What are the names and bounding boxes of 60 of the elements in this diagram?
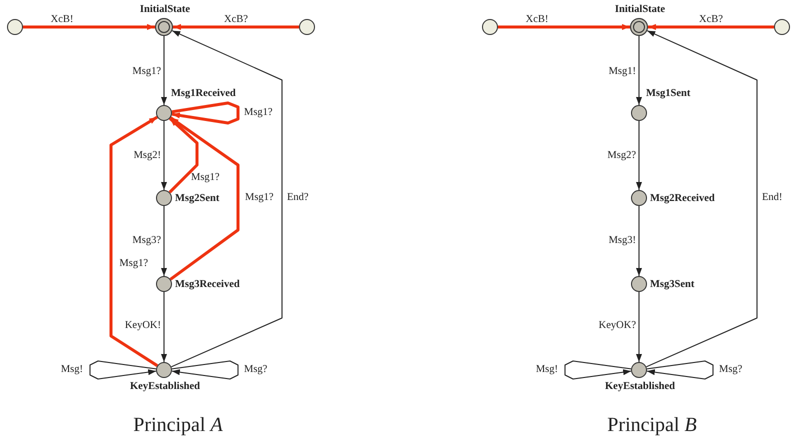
loop-arrow [171, 360, 238, 380]
edge-label: Msg1? [243, 107, 274, 119]
arrow [161, 120, 167, 190]
arrow [170, 30, 282, 368]
edge-label: End! [761, 192, 784, 204]
arrow [648, 24, 774, 30]
edge-label: End? [286, 192, 310, 204]
state-label: InitialState [140, 4, 190, 16]
arrow [173, 24, 299, 30]
loop-arrow [90, 360, 157, 380]
edge-label: Msg? [718, 364, 744, 376]
arrow [636, 206, 642, 276]
start-circle [299, 19, 315, 35]
edge-label: Msg! [534, 364, 559, 376]
state-label: Msg1Sent [646, 88, 690, 100]
state-label: Msg2Sent [175, 193, 220, 205]
edge-label: Msg1! [608, 66, 637, 78]
arrow [636, 120, 642, 190]
edge-label: Msg? [243, 364, 268, 376]
arrow [498, 24, 630, 30]
start-circle [774, 19, 790, 35]
arrow [636, 36, 642, 106]
edge-label: XcB? [223, 14, 249, 26]
edge-label: Msg3! [608, 235, 637, 247]
arrow [170, 116, 240, 281]
state-label: InitialState [614, 4, 666, 16]
edge-label: XcB! [50, 14, 74, 26]
state-label: Msg2Received [650, 193, 715, 205]
edge-label: Msg1? [118, 258, 149, 270]
state-label: KeyEstablished [130, 381, 200, 393]
edge-label: KeyOK? [598, 320, 637, 332]
state-label: KeyEstablished [605, 381, 675, 393]
edge-label: Msg3? [131, 235, 162, 247]
loop-arrow [172, 102, 240, 124]
state-label: Msg3Received [175, 279, 240, 291]
edge-label: Msg1? [190, 172, 221, 184]
edge-label: Msg1? [131, 66, 162, 78]
edge-label: XcB? [698, 14, 724, 26]
caption: Principal A [133, 414, 223, 436]
arrow [110, 116, 158, 367]
arrow [636, 292, 642, 362]
start-circle [482, 19, 498, 35]
edge-label: Msg2? [606, 150, 637, 162]
edge-label: Msg! [60, 364, 84, 376]
arrow [23, 24, 155, 30]
arrow [161, 36, 167, 106]
loop-arrow [646, 360, 714, 380]
arrow [161, 206, 167, 276]
edge-label: Msg1? [244, 192, 275, 204]
caption: Principal B [607, 414, 697, 436]
loop-arrow [564, 360, 632, 380]
state-label: Msg1Received [171, 88, 236, 100]
start-circle [7, 19, 23, 35]
edge-label: XcB! [524, 14, 550, 26]
edge-label: KeyOK! [124, 320, 162, 332]
arrow [161, 292, 167, 362]
arrow [646, 30, 758, 368]
arrow [168, 117, 198, 194]
edge-label: Msg2! [132, 150, 162, 162]
state-label: Msg3Sent [650, 279, 694, 291]
